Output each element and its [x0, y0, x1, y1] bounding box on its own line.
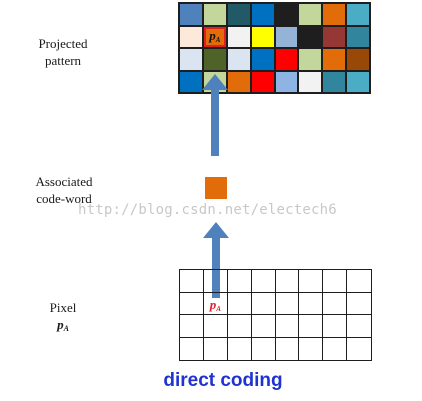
pixel-point-subscript: A	[216, 304, 221, 313]
pattern-cell	[227, 4, 250, 25]
caption: direct coding	[163, 370, 283, 391]
associated-code-word-label-line2: code-word	[36, 191, 92, 206]
pixel-cell	[347, 338, 371, 361]
pattern-cell	[299, 26, 322, 47]
pixel-cell	[299, 337, 324, 360]
pattern-cell	[299, 4, 322, 25]
pixel-cell	[347, 293, 371, 315]
pixel-cell-marked: pA	[203, 292, 228, 315]
associated-code-word-label: Associated code-word	[16, 173, 112, 207]
projected-pattern-label: Projected pattern	[18, 35, 108, 69]
pattern-point-letter: p	[209, 27, 216, 43]
associated-code-word-label-line1: Associated	[35, 174, 93, 189]
pixel-cell	[299, 292, 324, 315]
pattern-cell	[299, 49, 322, 70]
pattern-cell	[227, 71, 250, 92]
pixel-cell	[204, 337, 228, 360]
pixel-cell	[203, 315, 228, 338]
pattern-cell	[347, 4, 369, 25]
pattern-cell	[323, 71, 346, 92]
pixel-symbol-subscript: A	[63, 324, 69, 333]
arrow-codeword-to-pattern	[202, 74, 228, 156]
pattern-cell	[180, 26, 202, 47]
pattern-cell	[251, 26, 274, 47]
arrow-head	[203, 222, 229, 238]
arrow-shaft	[211, 86, 219, 156]
pattern-cell	[251, 49, 274, 70]
camera-pixel-grid: pA	[179, 269, 372, 361]
projected-pattern-grid: pA	[178, 2, 371, 94]
pattern-cell	[203, 49, 226, 70]
pattern-cell	[347, 26, 369, 47]
pattern-cell	[323, 4, 346, 25]
pixel-cell	[323, 292, 348, 315]
pattern-cell	[323, 26, 346, 47]
pattern-point-subscript: A	[215, 35, 221, 44]
pixel-cell	[203, 270, 228, 293]
pattern-cell	[203, 4, 226, 25]
pixel-cell	[275, 292, 300, 315]
pattern-cell	[227, 26, 250, 47]
watermark-text: http://blog.csdn.net/electech6	[78, 202, 337, 218]
pixel-cell	[347, 315, 371, 338]
code-word-square	[205, 177, 227, 199]
pattern-cell	[275, 4, 298, 25]
pixel-cell	[228, 337, 252, 360]
pixel-cell	[275, 315, 300, 338]
arrow-pixel-to-codeword	[203, 222, 229, 298]
pixel-cell	[276, 337, 300, 360]
pattern-cell	[275, 71, 298, 92]
pixel-cell	[275, 270, 300, 293]
arrow-head	[202, 74, 228, 90]
projected-pattern-label-line2: pattern	[44, 53, 82, 68]
pattern-cell	[251, 4, 274, 25]
pixel-cell	[251, 315, 276, 338]
pattern-cell	[275, 49, 298, 70]
pixel-cell	[180, 270, 204, 293]
pixel-cell	[347, 270, 371, 293]
pixel-symbol-label: pA	[18, 316, 108, 337]
pixel-cell	[180, 292, 204, 315]
pixel-point-label: pA	[204, 297, 227, 313]
pixel-cell	[227, 292, 252, 315]
pixel-cell	[299, 315, 324, 338]
pixel-label-line1: Pixel	[49, 300, 77, 315]
pixel-cell	[252, 337, 276, 360]
pattern-cell	[180, 71, 202, 92]
pattern-cell	[299, 71, 322, 92]
pixel-cell	[323, 270, 348, 293]
pixel-cell	[323, 315, 348, 338]
pattern-cell	[180, 4, 202, 25]
pixel-cell	[227, 315, 252, 338]
arrow-shaft	[212, 234, 220, 298]
pattern-cell	[227, 49, 250, 70]
pixel-symbol-letter: p	[57, 317, 64, 332]
pixel-cell	[299, 270, 324, 293]
projected-pattern-label-line1: Projected	[38, 36, 88, 51]
pixel-cell	[251, 270, 276, 293]
pattern-cell	[180, 49, 202, 70]
pixel-cell	[251, 292, 276, 315]
pattern-cell	[347, 49, 369, 70]
pattern-point-label: pA	[204, 28, 226, 44]
pixel-cell	[323, 337, 348, 360]
pixel-label: Pixel pA	[18, 299, 108, 337]
pixel-cell	[180, 337, 204, 360]
pattern-cell	[323, 49, 346, 70]
pixel-point-letter: p	[209, 296, 217, 312]
pattern-cell-highlighted: pA	[203, 26, 226, 47]
pattern-cell	[275, 26, 298, 47]
pixel-cell	[180, 315, 204, 338]
pattern-cell	[347, 71, 369, 92]
pattern-cell	[251, 71, 274, 92]
pixel-cell	[227, 270, 252, 293]
